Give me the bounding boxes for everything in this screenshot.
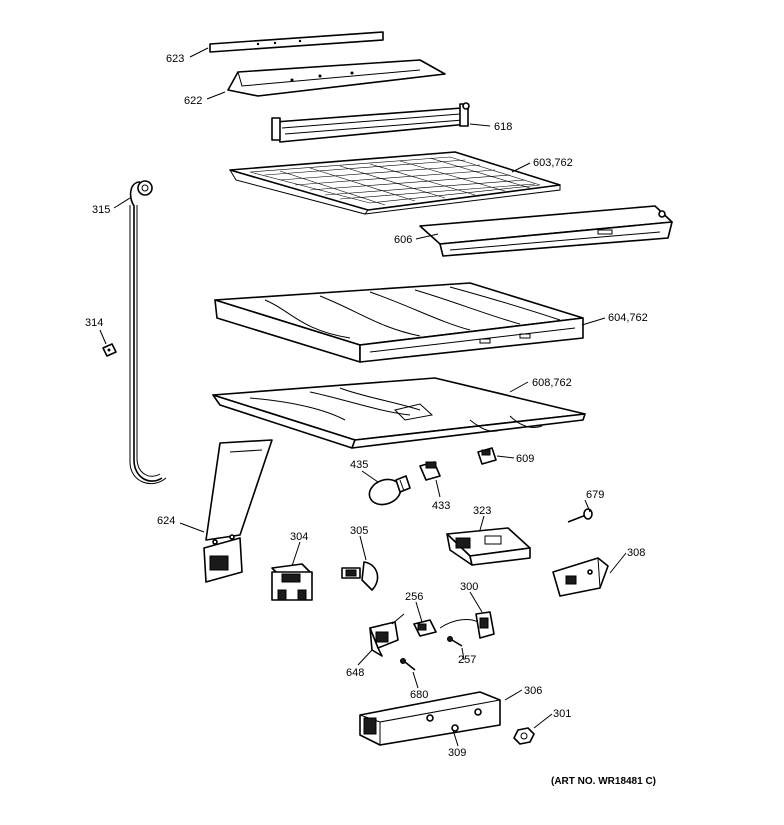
- callout-300: 300: [460, 581, 478, 593]
- callout-604: 604,762: [608, 312, 648, 324]
- part-314-clip: [102, 343, 117, 357]
- part-606-cover: [419, 205, 673, 257]
- callout-labels: 623 622 618 603,762 315 606 314 604,762 …: [85, 53, 656, 787]
- callout-606: 606: [394, 234, 412, 246]
- part-608-shelf: [212, 377, 586, 449]
- callout-679: 679: [586, 489, 604, 501]
- callout-623: 623: [166, 53, 184, 65]
- callout-306: 306: [524, 685, 542, 697]
- part-301-nut: [513, 727, 535, 745]
- callout-314: 314: [85, 317, 103, 329]
- leader-lines: [99, 47, 627, 747]
- callout-323: 323: [473, 505, 491, 517]
- callout-622: 622: [184, 95, 202, 107]
- part-315-tube: [129, 180, 167, 484]
- part-300-sensor: [439, 611, 495, 639]
- part-618-rail: [271, 102, 470, 143]
- callout-315: 315: [92, 204, 110, 216]
- callout-618: 618: [494, 121, 512, 133]
- callout-435: 435: [350, 459, 368, 471]
- part-623-top-strip: [209, 31, 384, 53]
- part-624-panel: [203, 439, 273, 583]
- callout-624: 624: [157, 515, 175, 527]
- part-256-switch: [413, 619, 437, 637]
- part-648-relay: [369, 613, 405, 657]
- part-257-screw: [447, 636, 463, 647]
- part-305-knob: [341, 561, 379, 591]
- callout-257: 257: [458, 654, 476, 666]
- part-323-housing: [446, 527, 531, 566]
- callout-304: 304: [290, 531, 308, 543]
- callout-608: 608,762: [532, 377, 572, 389]
- callout-305: 305: [350, 525, 368, 537]
- callout-609: 609: [516, 453, 534, 465]
- part-679-screw: [567, 508, 593, 523]
- callout-433: 433: [432, 500, 450, 512]
- part-433-socket: [419, 461, 441, 481]
- part-609-clip: [477, 447, 497, 465]
- part-622-channel: [227, 59, 446, 97]
- part-308-bracket: [552, 557, 609, 597]
- part-435-bulb: [368, 475, 411, 506]
- part-680-screw: [400, 658, 416, 671]
- callout-603: 603,762: [533, 157, 573, 169]
- art-number: (ART NO. WR18481 C): [551, 776, 656, 787]
- callout-309: 309: [448, 747, 466, 759]
- part-604-shelf: [214, 282, 584, 363]
- callout-308: 308: [627, 547, 645, 559]
- part-603-wire-shelf: [229, 151, 561, 215]
- callout-256: 256: [405, 591, 423, 603]
- part-306-bracket: [359, 691, 501, 746]
- callout-680: 680: [410, 689, 428, 701]
- part-304-control: [271, 563, 313, 601]
- callout-648: 648: [346, 667, 364, 679]
- callout-301: 301: [553, 708, 571, 720]
